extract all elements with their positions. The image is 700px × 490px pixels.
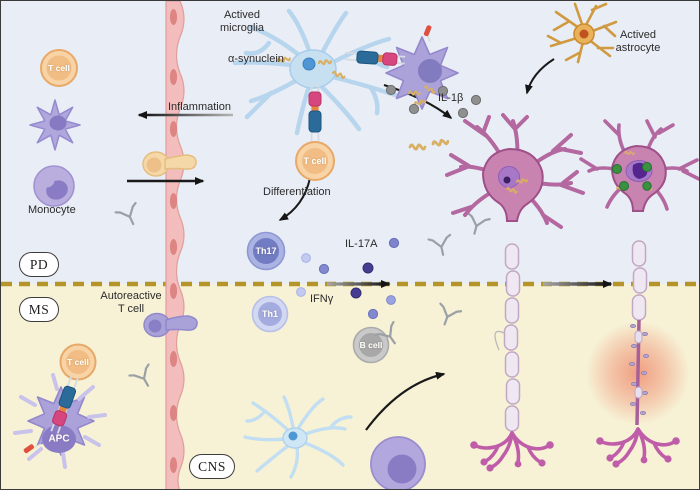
t-cell-top-left bbox=[40, 49, 78, 87]
t-cell-ms bbox=[59, 343, 97, 381]
macrophage-cell bbox=[370, 436, 426, 489]
damaged-axon bbox=[629, 240, 650, 426]
b-cell bbox=[352, 326, 390, 364]
autoreactive-t-cell-label: Autoreactive T cell bbox=[100, 290, 162, 315]
differentiation-arrow bbox=[278, 177, 311, 221]
red-receptor-icon bbox=[23, 443, 42, 454]
t-cell-middle-label: T cell bbox=[303, 156, 327, 166]
endothelial-nuclei bbox=[169, 9, 178, 473]
differentiation-label: Differentiation bbox=[263, 186, 331, 198]
activated-astrocyte-label: Actived astrocyte bbox=[615, 29, 661, 54]
neuron-degenerating bbox=[579, 119, 699, 470]
monocyte-cell bbox=[33, 165, 75, 207]
lewy-body-dots bbox=[612, 162, 652, 191]
bcell-to-neuron-arrow bbox=[365, 371, 446, 431]
myelinated-axon bbox=[494, 243, 521, 432]
ms-zone-badge: MS bbox=[19, 297, 59, 322]
dendritic-cell bbox=[29, 99, 81, 151]
b-cell-label: B cell bbox=[359, 340, 383, 350]
th17-label: Th17 bbox=[255, 246, 277, 256]
t-cell-middle bbox=[295, 141, 335, 181]
alpha-synuclein-label: α-synuclein bbox=[228, 53, 284, 65]
cns-zone-badge: CNS bbox=[189, 454, 235, 479]
astrocyte-arrow bbox=[525, 58, 555, 95]
th17-cell bbox=[246, 231, 286, 271]
activated-astrocyte-cell bbox=[546, 2, 618, 64]
activated-microglia-label: Actived microglia bbox=[219, 9, 265, 34]
inflammation-label: Inflammation bbox=[168, 101, 231, 113]
transmigrating-autoreactive-t-cell bbox=[143, 312, 198, 338]
ms-zone-background bbox=[1, 284, 699, 489]
th1-label: Th1 bbox=[261, 309, 279, 319]
resting-microglia-cell bbox=[243, 395, 353, 479]
blood-vessel-wall bbox=[165, 1, 185, 489]
il17a-label: IL-17A bbox=[345, 238, 378, 250]
pd-zone-badge: PD bbox=[19, 252, 59, 277]
t-cell-ms-label: T cell bbox=[67, 357, 89, 367]
activated-microglia-cell bbox=[232, 8, 401, 136]
th1-cell bbox=[251, 295, 289, 333]
transmigrating-t-cell bbox=[142, 151, 197, 177]
monocyte-label: Monocyte bbox=[28, 204, 76, 216]
ifn-gamma-label: IFNγ bbox=[310, 293, 334, 305]
il1b-label: IL-1β bbox=[438, 92, 464, 104]
neuron-healthy bbox=[445, 113, 585, 474]
il17a-ifng-cytokine-dots bbox=[296, 237, 400, 320]
il1b-cytokine-dots bbox=[385, 84, 482, 119]
red-receptor-icon bbox=[423, 25, 432, 43]
apc-label: APC bbox=[48, 433, 70, 445]
t-cell-top-left-label: T cell bbox=[48, 63, 70, 73]
